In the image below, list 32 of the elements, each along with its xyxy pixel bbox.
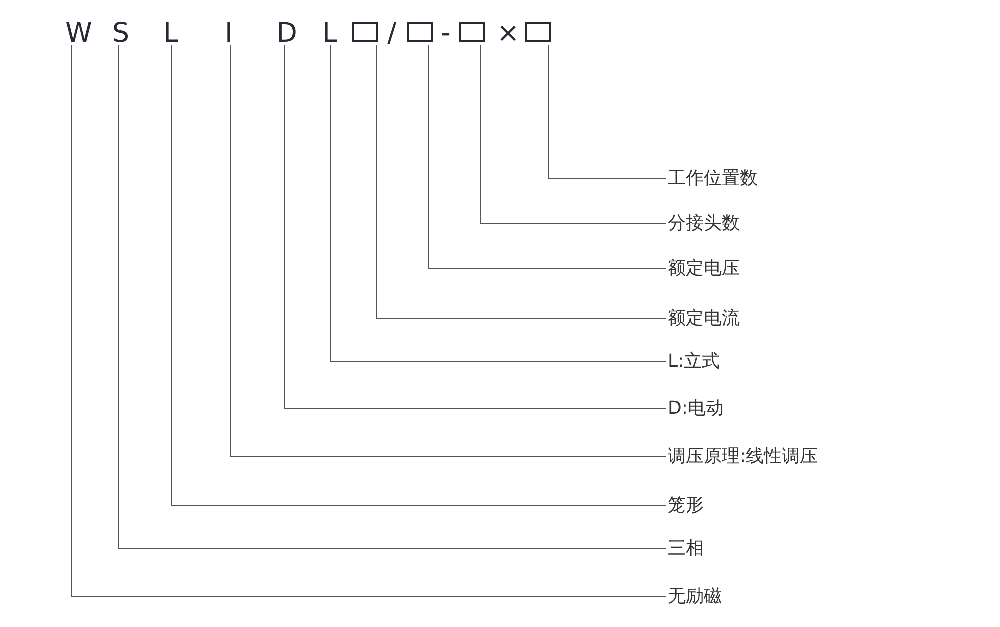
leader-line — [172, 44, 666, 506]
description-text: 笼形 — [668, 497, 704, 515]
code-letter: D — [272, 20, 302, 47]
description-text: 工作位置数 — [668, 170, 758, 188]
leader-line — [118, 44, 666, 550]
code-letter: L — [318, 20, 342, 47]
blank-box — [352, 22, 378, 42]
description-text: L:立式 — [668, 353, 720, 371]
code-symbol: / — [386, 20, 398, 47]
blank-box — [525, 22, 551, 42]
description-text: 三相 — [668, 540, 704, 558]
blank-box — [459, 22, 485, 42]
code-letter: W — [61, 20, 97, 47]
description-text: 调压原理:线性调压 — [668, 448, 818, 466]
leader-line — [330, 44, 666, 362]
leader-line — [480, 44, 666, 224]
description-text: 分接头数 — [668, 215, 740, 233]
code-letter: S — [108, 20, 134, 47]
description-text: 无励磁 — [668, 588, 722, 606]
leader-line — [72, 44, 666, 598]
description-text: 额定电流 — [668, 310, 740, 328]
description-text: 额定电压 — [668, 260, 740, 278]
leader-line — [284, 44, 666, 410]
code-letter: I — [221, 20, 237, 47]
leader-line — [230, 44, 666, 458]
leader-line — [428, 44, 666, 270]
leader-line — [376, 44, 666, 320]
leader-line — [548, 44, 666, 180]
code-symbol: - — [440, 20, 452, 47]
blank-box — [407, 22, 433, 42]
code-letter: L — [159, 20, 183, 47]
description-text: D:电动 — [668, 400, 724, 418]
